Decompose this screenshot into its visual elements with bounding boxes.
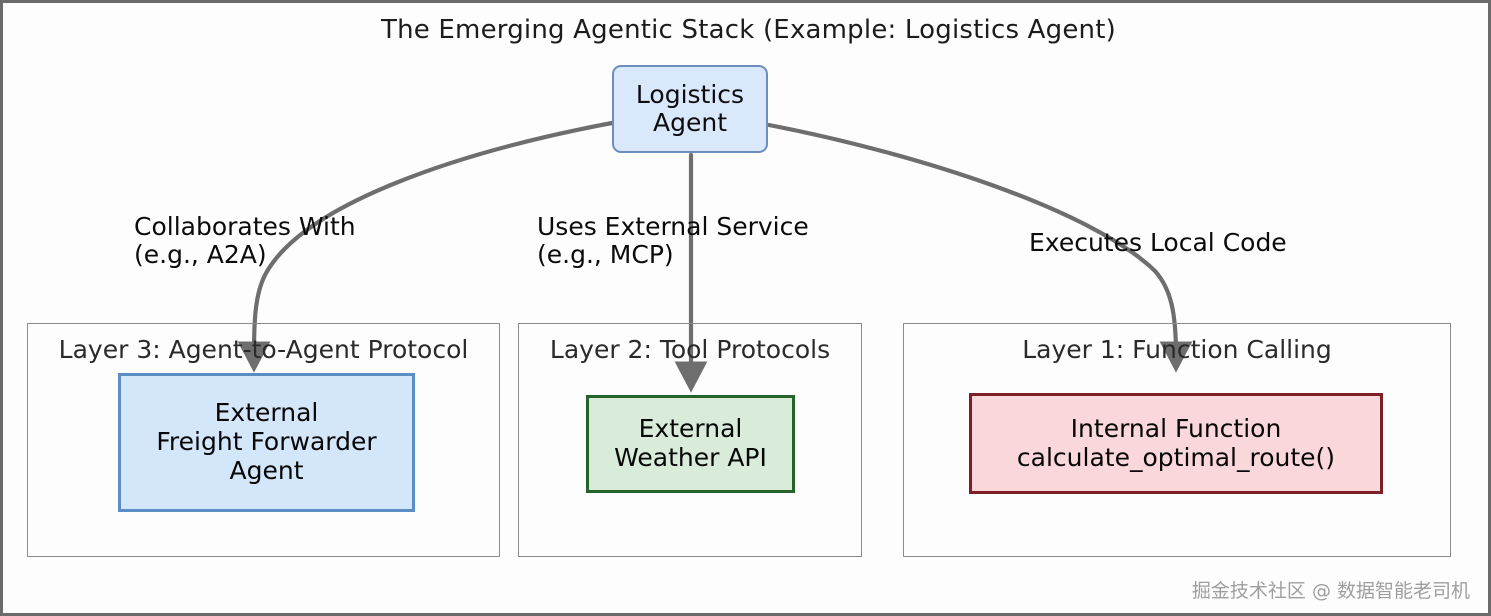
node-external-freight-forwarder-agent-label: External Freight Forwarder Agent [156,398,377,485]
diagram-title: The Emerging Agentic Stack (Example: Log… [381,15,1116,45]
layer-1-title: Layer 1: Function Calling [1022,335,1332,364]
edge-label-executes-local-code: Executes Local Code [1029,228,1287,257]
node-internal-function-label: Internal Function calculate_optimal_rout… [1016,413,1336,472]
layer-3-title: Layer 3: Agent-to-Agent Protocol [58,335,469,364]
node-logistics-agent-label: Logistics Agent [635,80,745,137]
node-external-freight-forwarder-agent[interactable]: External Freight Forwarder Agent [118,373,415,512]
node-external-weather-api-label: External Weather API [614,414,767,472]
edge-label-collaborates-with: Collaborates With (e.g., A2A) [134,212,356,270]
node-internal-function[interactable]: Internal Function calculate_optimal_rout… [969,393,1383,494]
watermark: 掘金技术社区 @ 数据智能老司机 [1191,580,1470,602]
layer-2-title: Layer 2: Tool Protocols [549,335,831,364]
edge-label-uses-external-service: Uses External Service (e.g., MCP) [537,212,809,270]
node-logistics-agent[interactable]: Logistics Agent [612,65,768,153]
node-external-weather-api[interactable]: External Weather API [586,395,795,493]
